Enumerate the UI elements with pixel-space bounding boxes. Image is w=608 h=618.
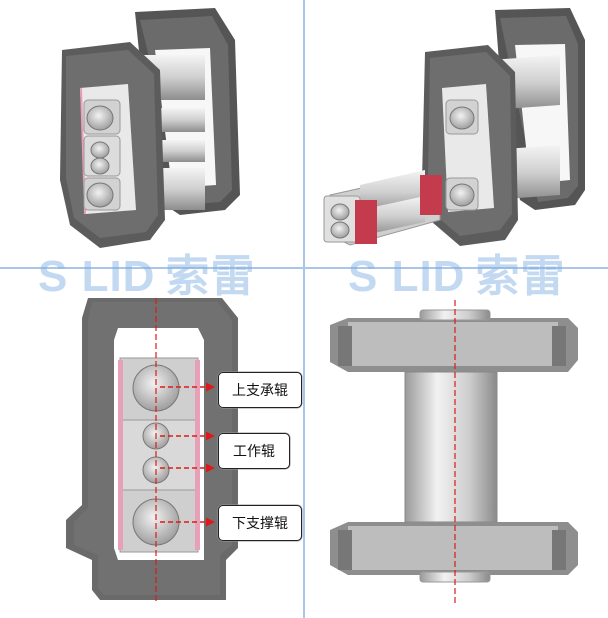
label-lower-backup-roll-text: 下支撑辊 [232,516,288,532]
watermark-brand-latin: S LID [348,252,466,301]
label-upper-backup-roll-text: 上支承辊 [232,383,288,399]
watermark-brand-cn: 索雷 [165,252,256,301]
label-lower-backup-roll: 下支撑辊 [218,505,302,541]
front-view-stand [66,298,238,604]
side-view-stand [330,300,578,604]
isometric-stand-roll-change [323,8,585,246]
label-work-roll: 工作辊 [218,433,290,469]
label-upper-backup-roll: 上支承辊 [218,372,302,408]
label-work-roll-text: 工作辊 [233,444,275,460]
isometric-stand-assembled [60,8,240,248]
watermark-brand-cn: 索雷 [475,252,566,301]
watermark-brand-latin: S LID [38,252,156,301]
